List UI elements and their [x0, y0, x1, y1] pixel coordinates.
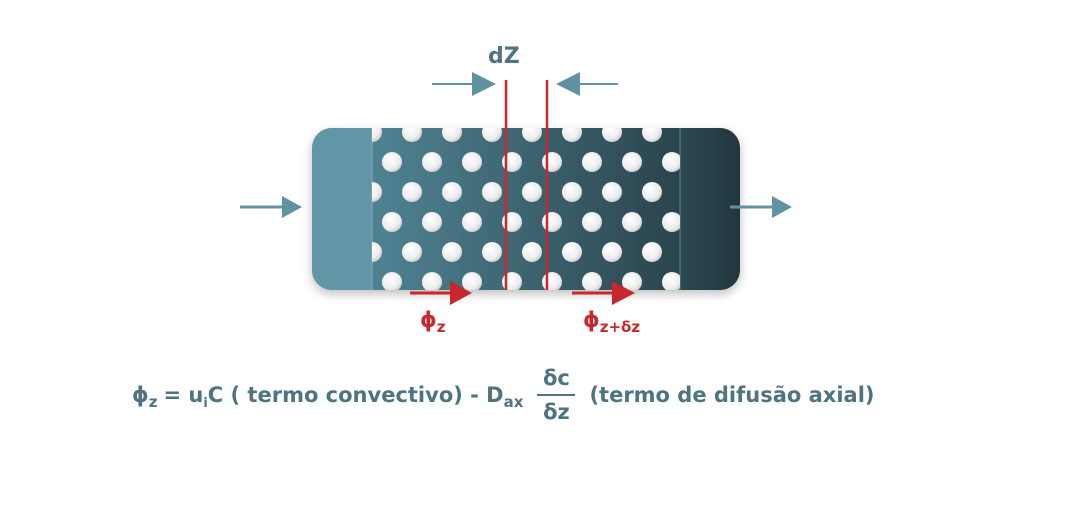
packing-particle	[562, 242, 582, 262]
packing-particle	[382, 212, 402, 232]
packing-particle	[382, 152, 402, 172]
eq-frac-denominator: δz	[543, 399, 570, 424]
packing-particle	[482, 182, 502, 202]
flux-equation: ϕz = uiC ( termo convectivo) - Dax δc δz…	[132, 366, 875, 424]
flux-arrow-z-icon	[410, 281, 472, 305]
packing-particle	[622, 272, 642, 290]
packing-particle	[662, 152, 680, 172]
packing-particle	[602, 182, 622, 202]
packing-particle	[582, 272, 602, 290]
packing-particle	[522, 128, 542, 142]
packing-particle	[582, 212, 602, 232]
phi-zdz-label: ϕz+δz	[583, 308, 640, 336]
packing-particle	[482, 242, 502, 262]
packing-particle	[372, 128, 382, 142]
packing-particle	[462, 212, 482, 232]
packing-particle	[442, 128, 462, 142]
packing-particle	[382, 272, 402, 290]
packing-particle	[582, 152, 602, 172]
eq-equals-u: = u	[163, 382, 204, 407]
packing-particle	[422, 212, 442, 232]
packing-particle	[462, 152, 482, 172]
packing-particle	[622, 152, 642, 172]
eq-fraction: δc δz	[537, 366, 576, 424]
eq-dax-sub: ax	[503, 392, 524, 411]
packing-particles	[372, 128, 680, 290]
packing-particle	[602, 128, 622, 142]
packing-particle	[542, 212, 562, 232]
packing-particle	[522, 182, 542, 202]
packing-particle	[462, 272, 482, 290]
eq-diffusion-term: (termo de difusão axial)	[589, 382, 875, 407]
packing-particle	[522, 242, 542, 262]
eq-frac-numerator: δc	[542, 366, 570, 390]
packing-particle	[402, 242, 422, 262]
inlet-arrow-icon	[240, 196, 302, 218]
packing-particle	[442, 182, 462, 202]
packing-particle	[542, 152, 562, 172]
packing-particle	[442, 242, 462, 262]
packing-particle	[422, 152, 442, 172]
phi-z-subscript: z	[436, 318, 446, 336]
outlet-arrow-icon	[730, 196, 792, 218]
packing-particle	[642, 128, 662, 142]
eq-u-sub: i	[203, 395, 208, 411]
packing-particle	[372, 242, 382, 262]
dz-arrow-left-icon	[432, 72, 496, 96]
packing-particle	[402, 182, 422, 202]
packing-particle	[562, 182, 582, 202]
inlet-cap	[312, 128, 372, 290]
packing-particle	[662, 272, 680, 290]
packing-particle	[402, 128, 422, 142]
packing-particle	[422, 272, 442, 290]
packing-particle	[482, 128, 502, 142]
packing-particle	[372, 182, 382, 202]
phi-symbol: ϕ	[583, 308, 600, 332]
phi-zdz-subscript: z+δz	[599, 318, 641, 336]
flux-arrow-zdz-icon	[572, 281, 635, 305]
eq-frac-bar	[537, 394, 576, 396]
eq-phi: ϕ	[132, 382, 149, 407]
outlet-cap	[680, 128, 740, 290]
phi-z-label: ϕz	[420, 308, 445, 336]
dz-arrow-right-icon	[556, 72, 618, 96]
packing-particle	[542, 272, 562, 290]
phi-symbol: ϕ	[420, 308, 437, 332]
eq-phi-sub: z	[148, 392, 158, 411]
packing-particle	[622, 212, 642, 232]
dz-label: dZ	[488, 44, 520, 69]
packing-particle	[642, 182, 662, 202]
eq-convective-term: C ( termo convectivo) - D	[207, 382, 504, 407]
packing-particle	[562, 128, 582, 142]
packing-particle	[662, 212, 680, 232]
packing-particle	[602, 242, 622, 262]
packing-particle	[642, 242, 662, 262]
